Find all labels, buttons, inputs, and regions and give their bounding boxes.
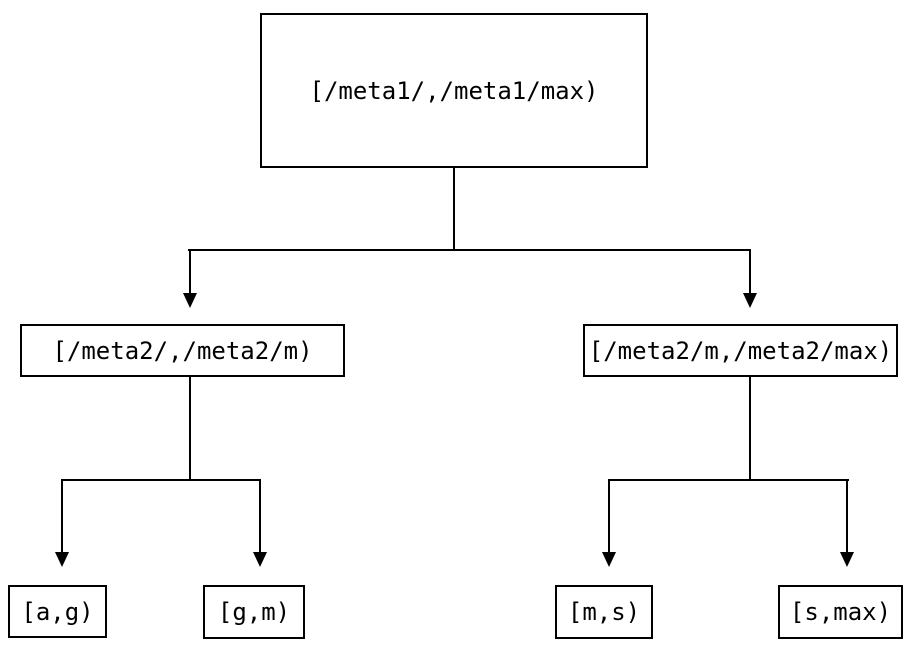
edge-meta2-low-to-ag-drop bbox=[61, 479, 63, 552]
edge-root-stem bbox=[453, 168, 455, 249]
tree-node-leaf-gm: [g,m) bbox=[203, 585, 305, 639]
arrowhead-down-icon bbox=[602, 552, 616, 567]
edge-root-to-meta2-low-drop bbox=[189, 249, 191, 293]
arrowhead-down-icon bbox=[840, 552, 854, 567]
edge-meta2-low-split bbox=[61, 479, 261, 481]
edge-meta2-high-stem bbox=[749, 377, 751, 480]
edge-root-split bbox=[188, 249, 751, 251]
arrowhead-down-icon bbox=[253, 552, 267, 567]
tree-node-leaf-ms: [m,s) bbox=[555, 585, 653, 639]
tree-node-root: [/meta1/,/meta1/max) bbox=[260, 13, 648, 168]
tree-node-meta2-low: [/meta2/,/meta2/m) bbox=[20, 324, 345, 377]
edge-root-to-meta2-high-drop bbox=[749, 249, 751, 293]
tree-node-leaf-smax: [s,max) bbox=[778, 585, 903, 639]
arrowhead-down-icon bbox=[183, 293, 197, 308]
edge-meta2-high-split bbox=[608, 479, 849, 481]
tree-node-meta2-high: [/meta2/m,/meta2/max) bbox=[583, 324, 898, 377]
arrowhead-down-icon bbox=[743, 293, 757, 308]
edge-meta2-high-to-smax-drop bbox=[846, 479, 848, 552]
edge-meta2-low-to-gm-drop bbox=[259, 479, 261, 552]
edge-meta2-low-stem bbox=[189, 377, 191, 480]
edge-meta2-high-to-ms-drop bbox=[608, 479, 610, 552]
arrowhead-down-icon bbox=[55, 552, 69, 567]
tree-node-leaf-ag: [a,g) bbox=[8, 585, 107, 638]
